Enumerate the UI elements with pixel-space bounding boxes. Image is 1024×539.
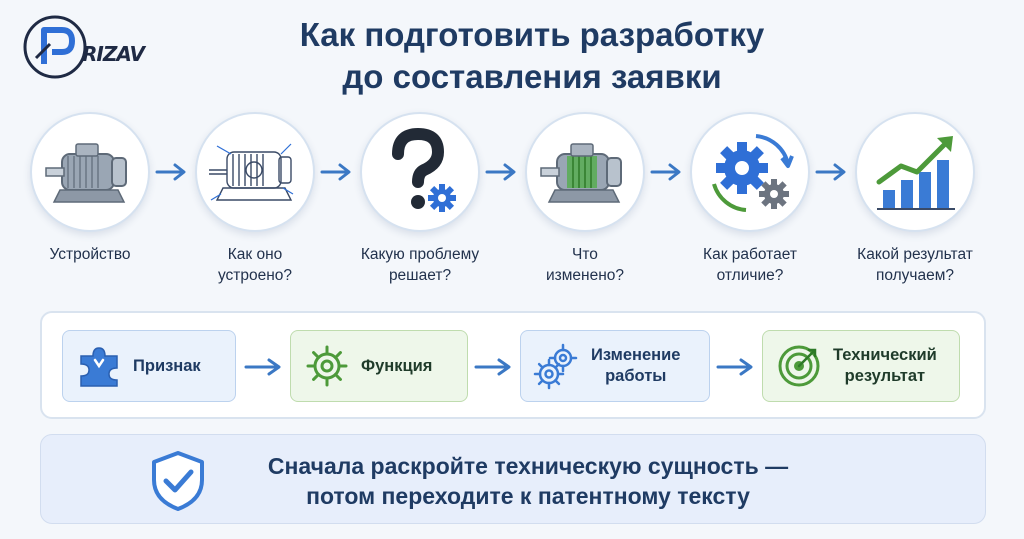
step-circle [525, 112, 645, 232]
arrow-right-icon [320, 163, 351, 181]
step-device: Устройство [5, 112, 175, 265]
motor-icon [45, 143, 127, 203]
page-title: Как подготовить разработку до составлени… [299, 16, 765, 95]
chain-item-feature: Признак [62, 330, 236, 402]
step-circle [855, 112, 975, 232]
feature-chain-panel: Признак Функция [40, 311, 986, 419]
gear-icon [306, 345, 348, 387]
step-label: Какую проблему решает? [360, 246, 480, 284]
logo: RIZAV [22, 14, 162, 80]
logo-icon [23, 15, 87, 79]
step-difference: Как работает отличие? [665, 112, 835, 286]
chain-item-technical-result: Технический результат [762, 330, 960, 402]
chain-item-label: Признак [133, 356, 201, 375]
step-result: Какой результат получаем? [830, 112, 1000, 286]
arrow-right-icon [716, 358, 753, 376]
step-changed: Что изменено? [500, 112, 670, 286]
steps-row: Устройство [0, 112, 1024, 302]
question-gear-icon [392, 127, 456, 212]
step-circle [360, 112, 480, 232]
step-circle [195, 112, 315, 232]
step-label: Устройство [49, 246, 131, 263]
step-structure: Как оно устроено? [170, 112, 340, 286]
step-label: Какой результат получаем? [857, 246, 973, 284]
shield-check-icon [152, 451, 204, 511]
motor-highlight-icon [540, 143, 622, 203]
step-problem: Какую проблему решает? [335, 112, 505, 286]
gears-cycle-icon [712, 134, 794, 212]
arrow-right-icon [155, 163, 186, 181]
chain-item-label: Изменение работы [591, 346, 681, 385]
chain-item-label: Функция [361, 356, 433, 375]
arrow-right-icon [815, 163, 846, 181]
chain-item-label: Технический результат [833, 346, 937, 385]
arrow-right-icon [474, 358, 511, 376]
chain-item-function: Функция [290, 330, 468, 402]
step-label: Как работает отличие? [703, 246, 797, 284]
footer-text: Сначала раскройте техническую сущность —… [267, 453, 789, 509]
footer-callout: Сначала раскройте техническую сущность —… [40, 434, 986, 524]
logo-text: RIZAV [82, 42, 145, 66]
arrow-right-icon [244, 358, 281, 376]
arrow-right-icon [650, 163, 681, 181]
growth-chart-icon [876, 136, 955, 210]
puzzle-icon [80, 347, 118, 387]
motor-drawing-icon [209, 143, 294, 201]
step-circle [690, 112, 810, 232]
step-circle [30, 112, 150, 232]
step-label: Как оно устроено? [217, 246, 293, 284]
chain-item-operation-change: Изменение работы [520, 330, 710, 402]
step-label: Что изменено? [545, 246, 625, 284]
target-icon [778, 345, 820, 387]
arrow-right-icon [485, 163, 516, 181]
gears-icon [533, 343, 578, 390]
